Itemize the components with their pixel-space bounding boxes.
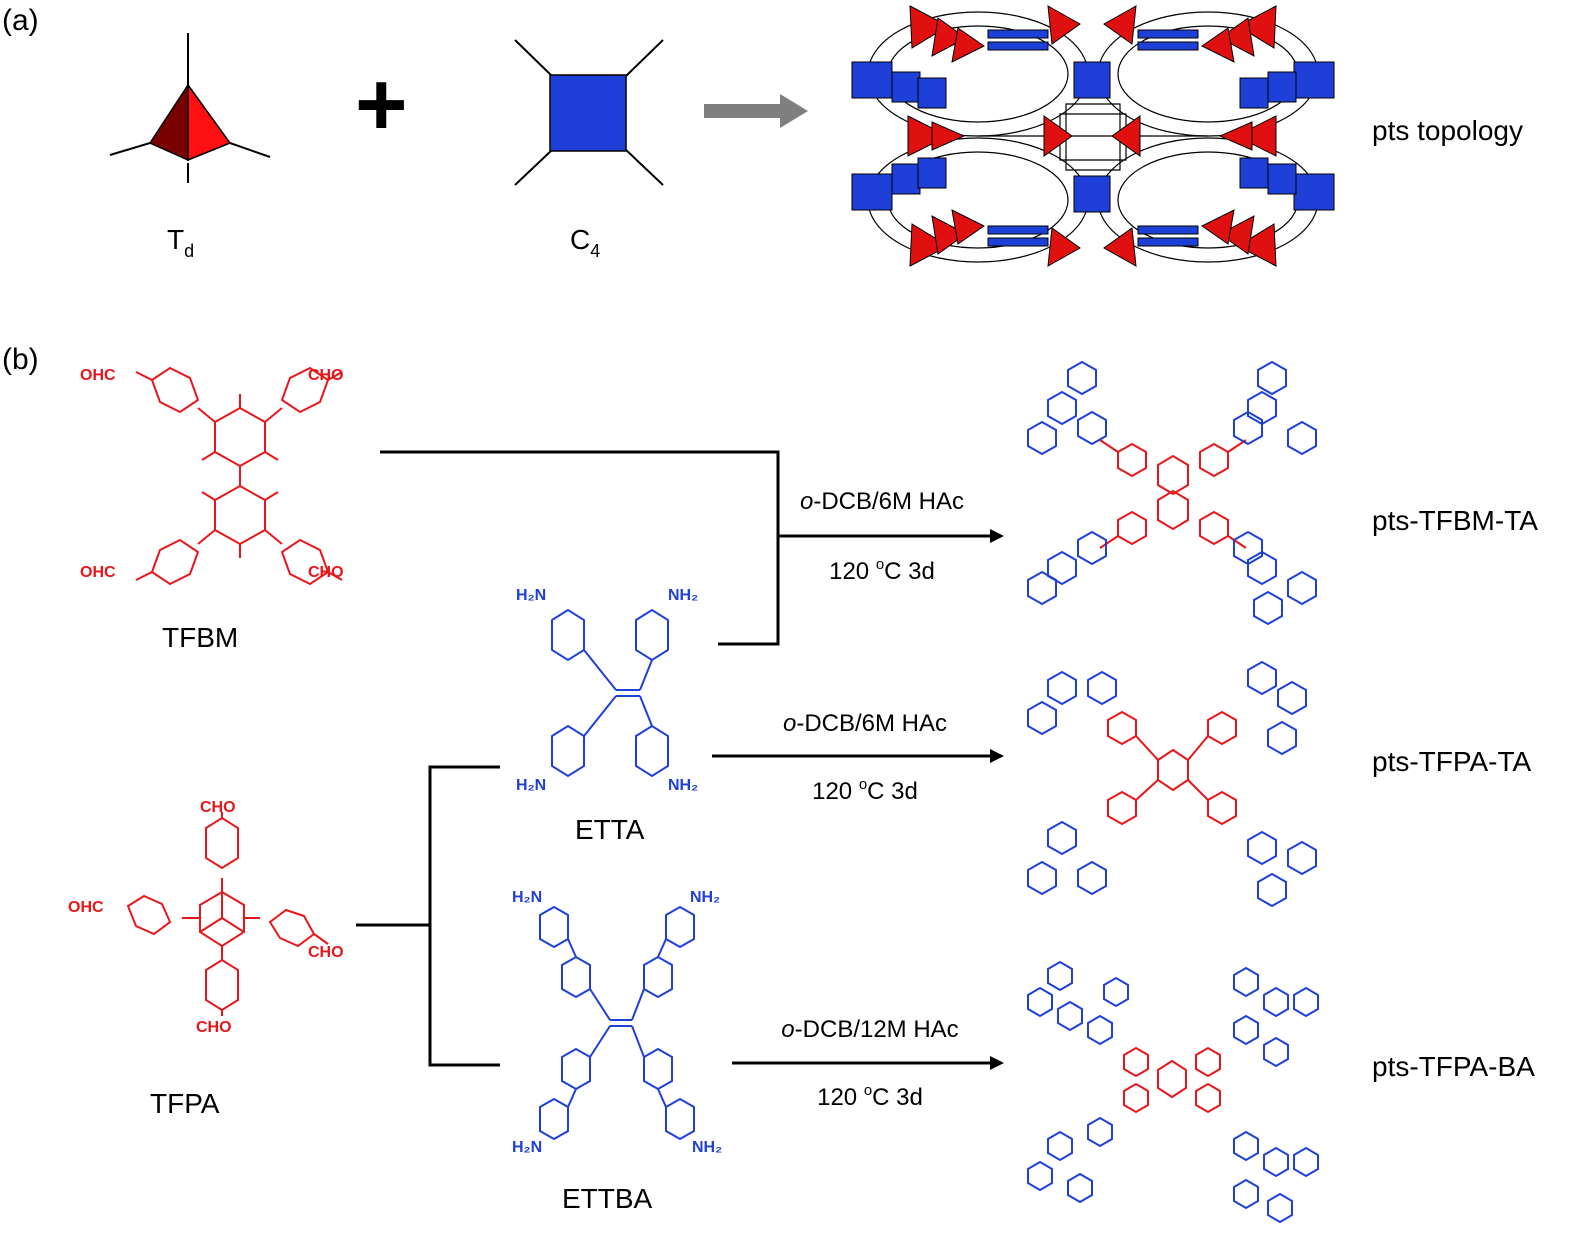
tfbm-ohc-bottom: OHC (80, 564, 116, 581)
tfbm-cho-top: CHO (308, 367, 344, 384)
panel-b-label: (b) (2, 343, 39, 376)
tfpa-structure (126, 812, 329, 1016)
ettba-nh2-bottom: NH₂ (692, 1139, 723, 1156)
product-pts-tfpa-ba-structure (1027, 960, 1319, 1224)
tfbm-cho-bottom: CHO (308, 564, 344, 581)
tfbm-ohc-top: OHC (80, 367, 116, 384)
tfpa-cho-bottom: CHO (196, 1019, 232, 1036)
ettba-h2n-top: H₂N (512, 889, 543, 906)
tfpa-ohc-left: OHC (68, 899, 104, 916)
ettba-nh2-top: NH₂ (690, 889, 721, 906)
product-pts-tfpa-ta-structure (1027, 660, 1317, 908)
product-3-label: pts-TFPA-BA (1372, 1051, 1535, 1082)
reaction-1-solvent: o-DCB/6M HAc (799, 488, 965, 515)
ettba-label: ETTBA (562, 1183, 653, 1214)
reaction-3-conditions: 120 oC 3d (817, 1082, 923, 1111)
reaction-2-conditions: 120 oC 3d (812, 776, 918, 805)
etta-label: ETTA (575, 814, 645, 845)
tfpa-cho-top: CHO (200, 799, 236, 816)
etta-structure (551, 608, 669, 778)
product-2-label: pts-TFPA-TA (1372, 746, 1532, 777)
tfpa-cho-right: CHO (308, 944, 344, 961)
ettba-h2n-bottom: H₂N (512, 1139, 543, 1156)
topology-label: pts topology (1372, 115, 1523, 146)
right-arrow-icon (704, 94, 808, 128)
tfbm-structure (135, 366, 343, 586)
tfpa-label: TFPA (150, 1088, 220, 1119)
product-1-label: pts-TFBM-TA (1372, 505, 1538, 536)
panel-a-label: (a) (2, 4, 39, 37)
square-node-icon (514, 39, 664, 186)
reaction-1-conditions: 120 oC 3d (829, 556, 935, 585)
reaction-3-solvent: o-DCB/12M HAc (781, 1016, 959, 1043)
product-pts-tfbm-ta-structure (1027, 360, 1317, 626)
etta-h2n-bottom: H₂N (516, 777, 547, 794)
pts-topology-network (851, 5, 1335, 267)
etta-nh2-top: NH₂ (668, 587, 699, 604)
tfbm-label: TFBM (162, 622, 239, 653)
etta-h2n-top: H₂N (516, 587, 547, 604)
plus-sign: + (355, 55, 408, 155)
etta-nh2-bottom: NH₂ (668, 777, 699, 794)
tetrahedral-node-icon (109, 33, 271, 183)
ettba-structure (539, 905, 695, 1141)
td-label: Td (167, 224, 195, 261)
reaction-2-solvent: o-DCB/6M HAc (782, 710, 948, 737)
c4-label: C4 (570, 224, 601, 261)
